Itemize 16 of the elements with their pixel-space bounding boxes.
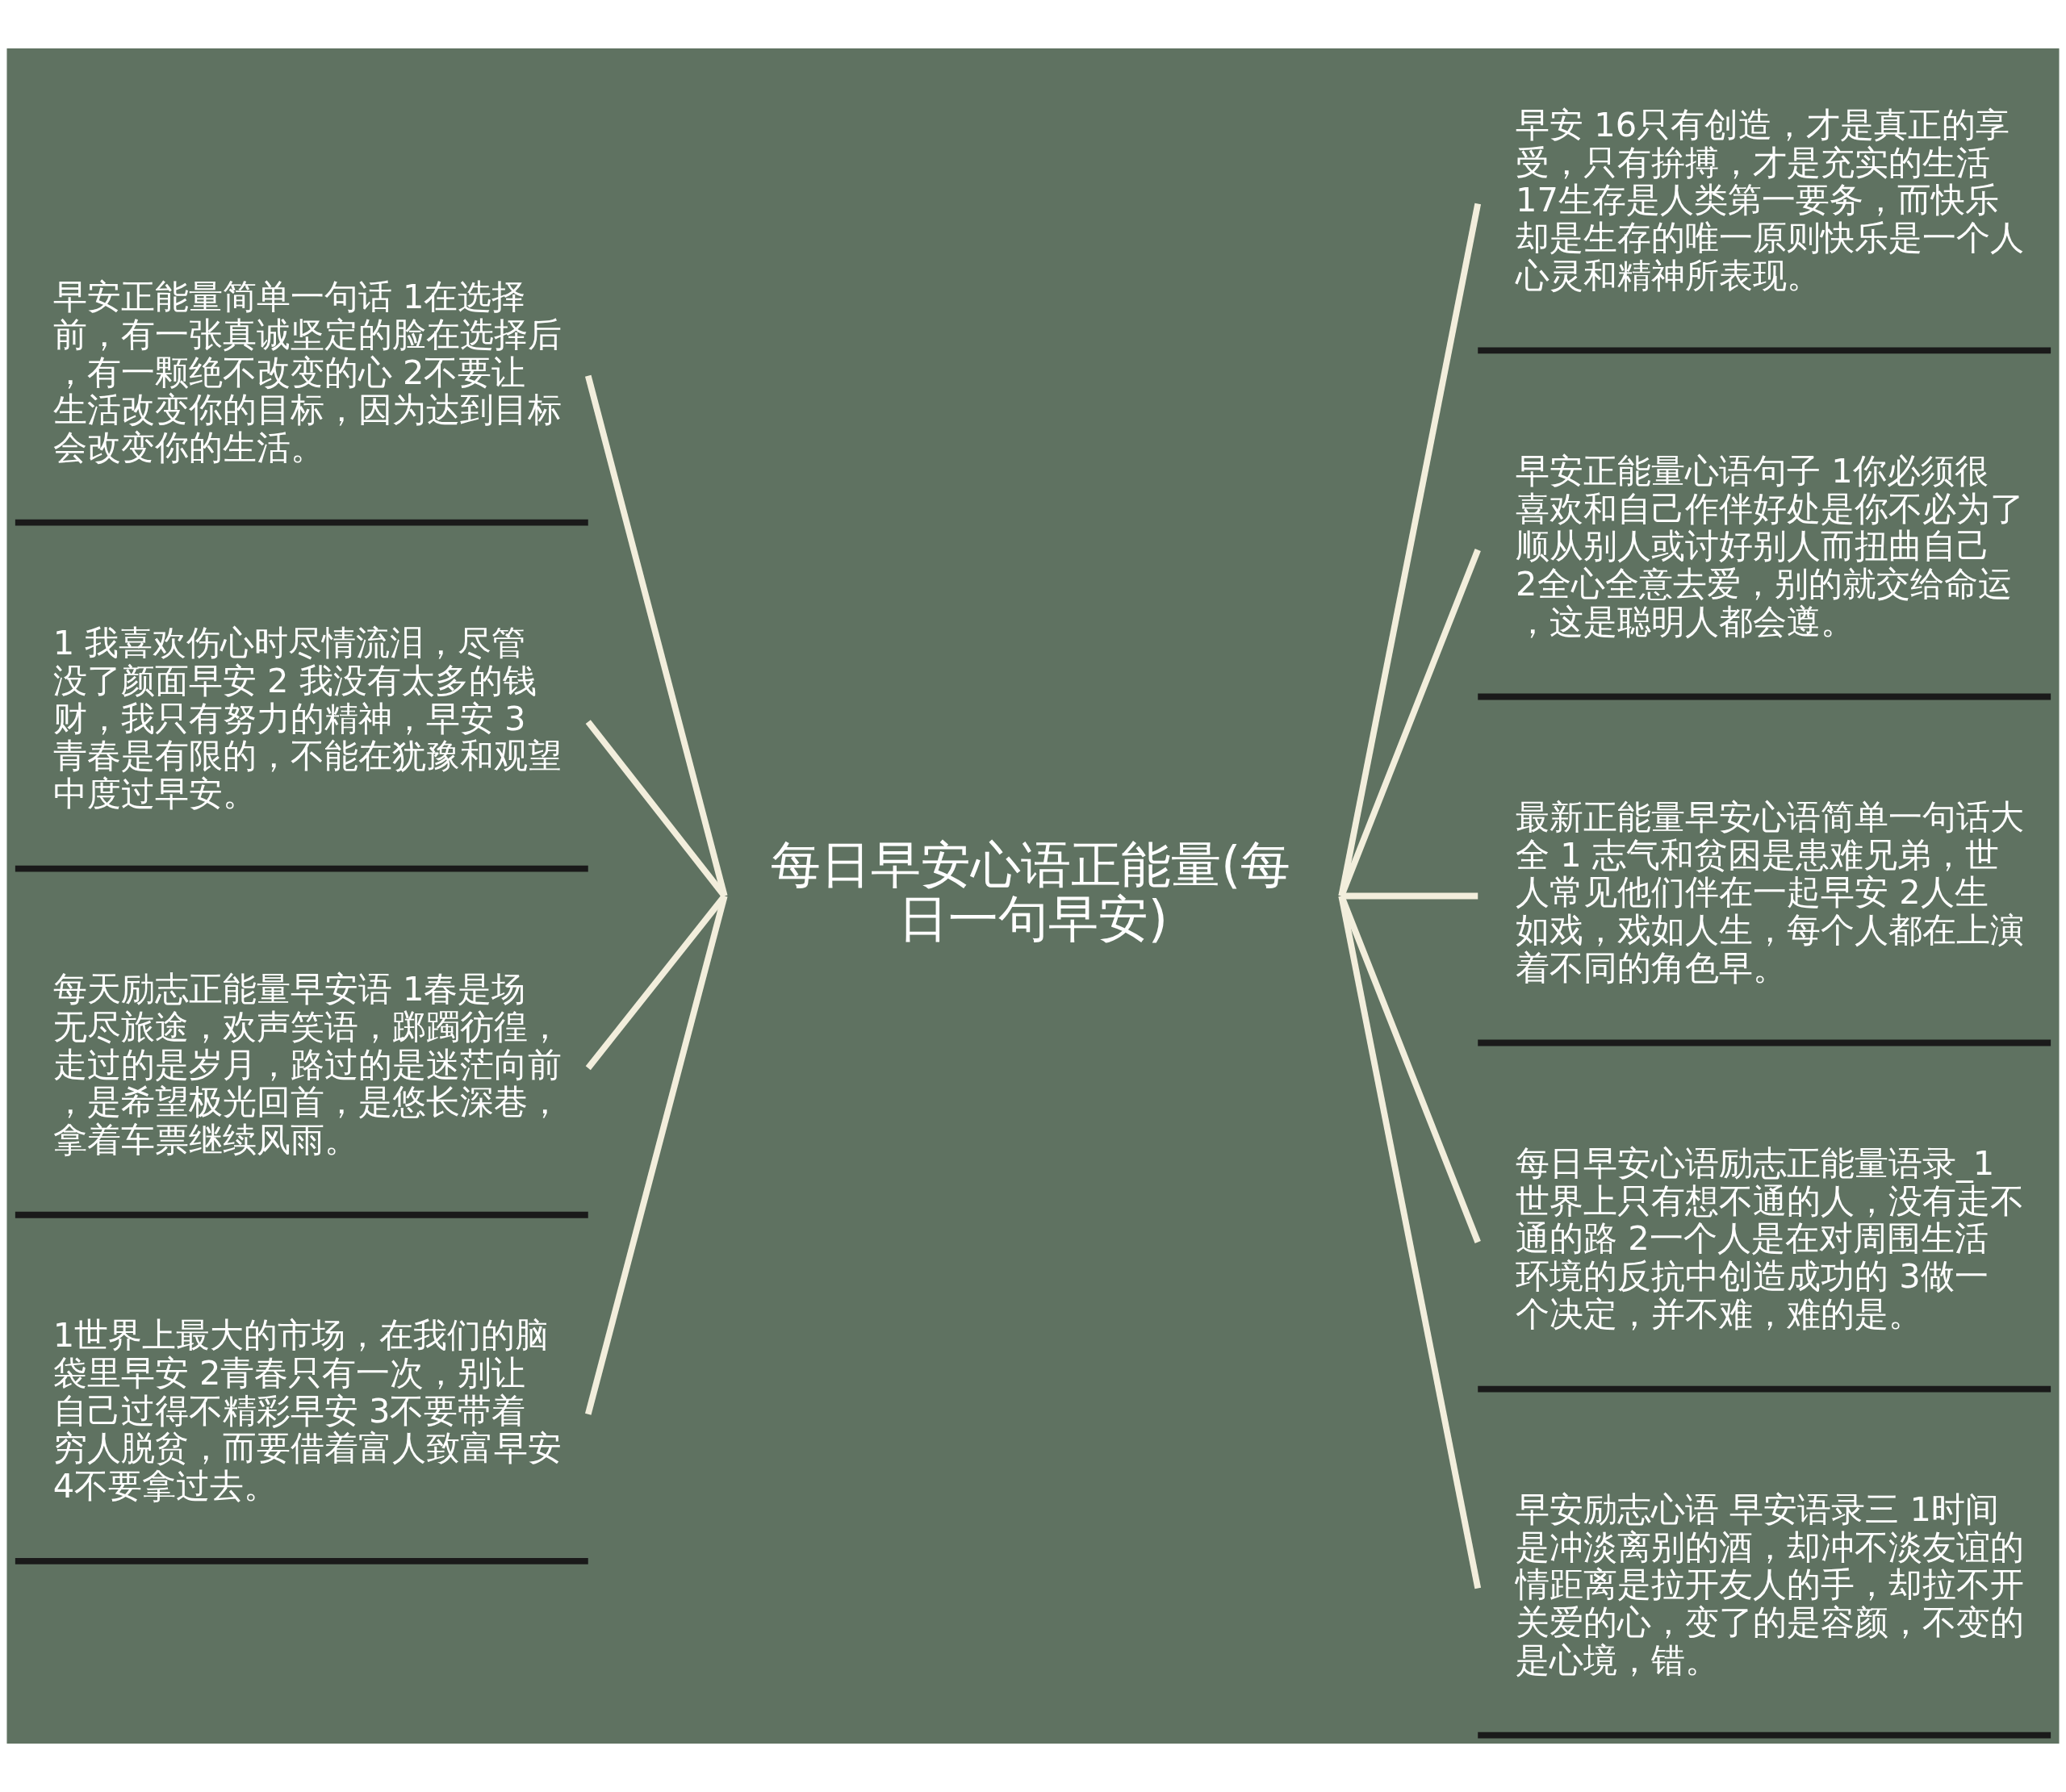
node-text: 早安励志心语 早安语录三 1时间是冲淡离别的酒，却冲不淡友谊的情距离是拉开友人的手，却拉不开关爱的心，变了的是容颜，不变的是心境，错。 [1516, 1489, 2025, 1681]
node-text: 每天励志正能量早安语 1春是场无尽旅途，欢声笑语，踯躅彷徨，走过的是岁月，路过的是迷茫向前，是希望极光回首，是悠长深巷，拿着车票继续风雨。 [52, 968, 562, 1160]
connector [1338, 895, 1482, 1589]
node-text: 每日早安心语励志正能量语录_1世界上只有想不通的人，没有走不通的路 2一个人是在对周围生活环境的反抗中创造成功的 3做一个决定，并不难，难的是。 [1516, 1142, 2025, 1335]
node-text: 早安 16只有创造，才是真正的享受，只有拚搏，才是充实的生活 17生存是人类第一要务，而快乐却是生存的唯一原则快乐是一个人心灵和精神所表现。 [1516, 104, 2025, 295]
node-text: 1世界上最大的市场，在我们的脑袋里早安 2青春只有一次，别让自己过得不精彩早安 3不要带着穷人脱贫，而要借着富人致富早安 4不要拿过去。 [52, 1315, 562, 1506]
node-text: 早安正能量心语句子 1你必须很喜欢和自己作伴好处是你不必为了顺从别人或讨好别人而扭曲自己 2全心全意去爱，别的就交给命运，这是聪明人都会遵。 [1516, 450, 2025, 641]
connector [1338, 549, 1481, 897]
connector [584, 895, 728, 1415]
node-text: 1 我喜欢伤心时尽情流泪，尽管没了颜面早安 2 我没有太多的钱财，我只有努力的精神，早安 3 青春是有限的，不能在犹豫和观望中度过早安。 [52, 622, 562, 814]
connector [584, 374, 728, 897]
node-text: 每日早安心语正能量(每日一句早安) [770, 834, 1291, 949]
connector [585, 720, 727, 898]
connector [1338, 203, 1482, 897]
node-text: 早安正能量简单一句话 1在选择前，有一张真诚坚定的脸在选择后，有一颗绝不改变的心 2不要让生活改变你的目标，因为达到目标会改变你的生活。 [52, 276, 562, 468]
node-text: 最新正能量早安心语简单一句话大全 1 志气和贫困是患难兄弟，世人常见他们伴在一起早安 2人生如戏，戏如人生，每个人都在上演着不同的角色早。 [1516, 796, 2025, 988]
